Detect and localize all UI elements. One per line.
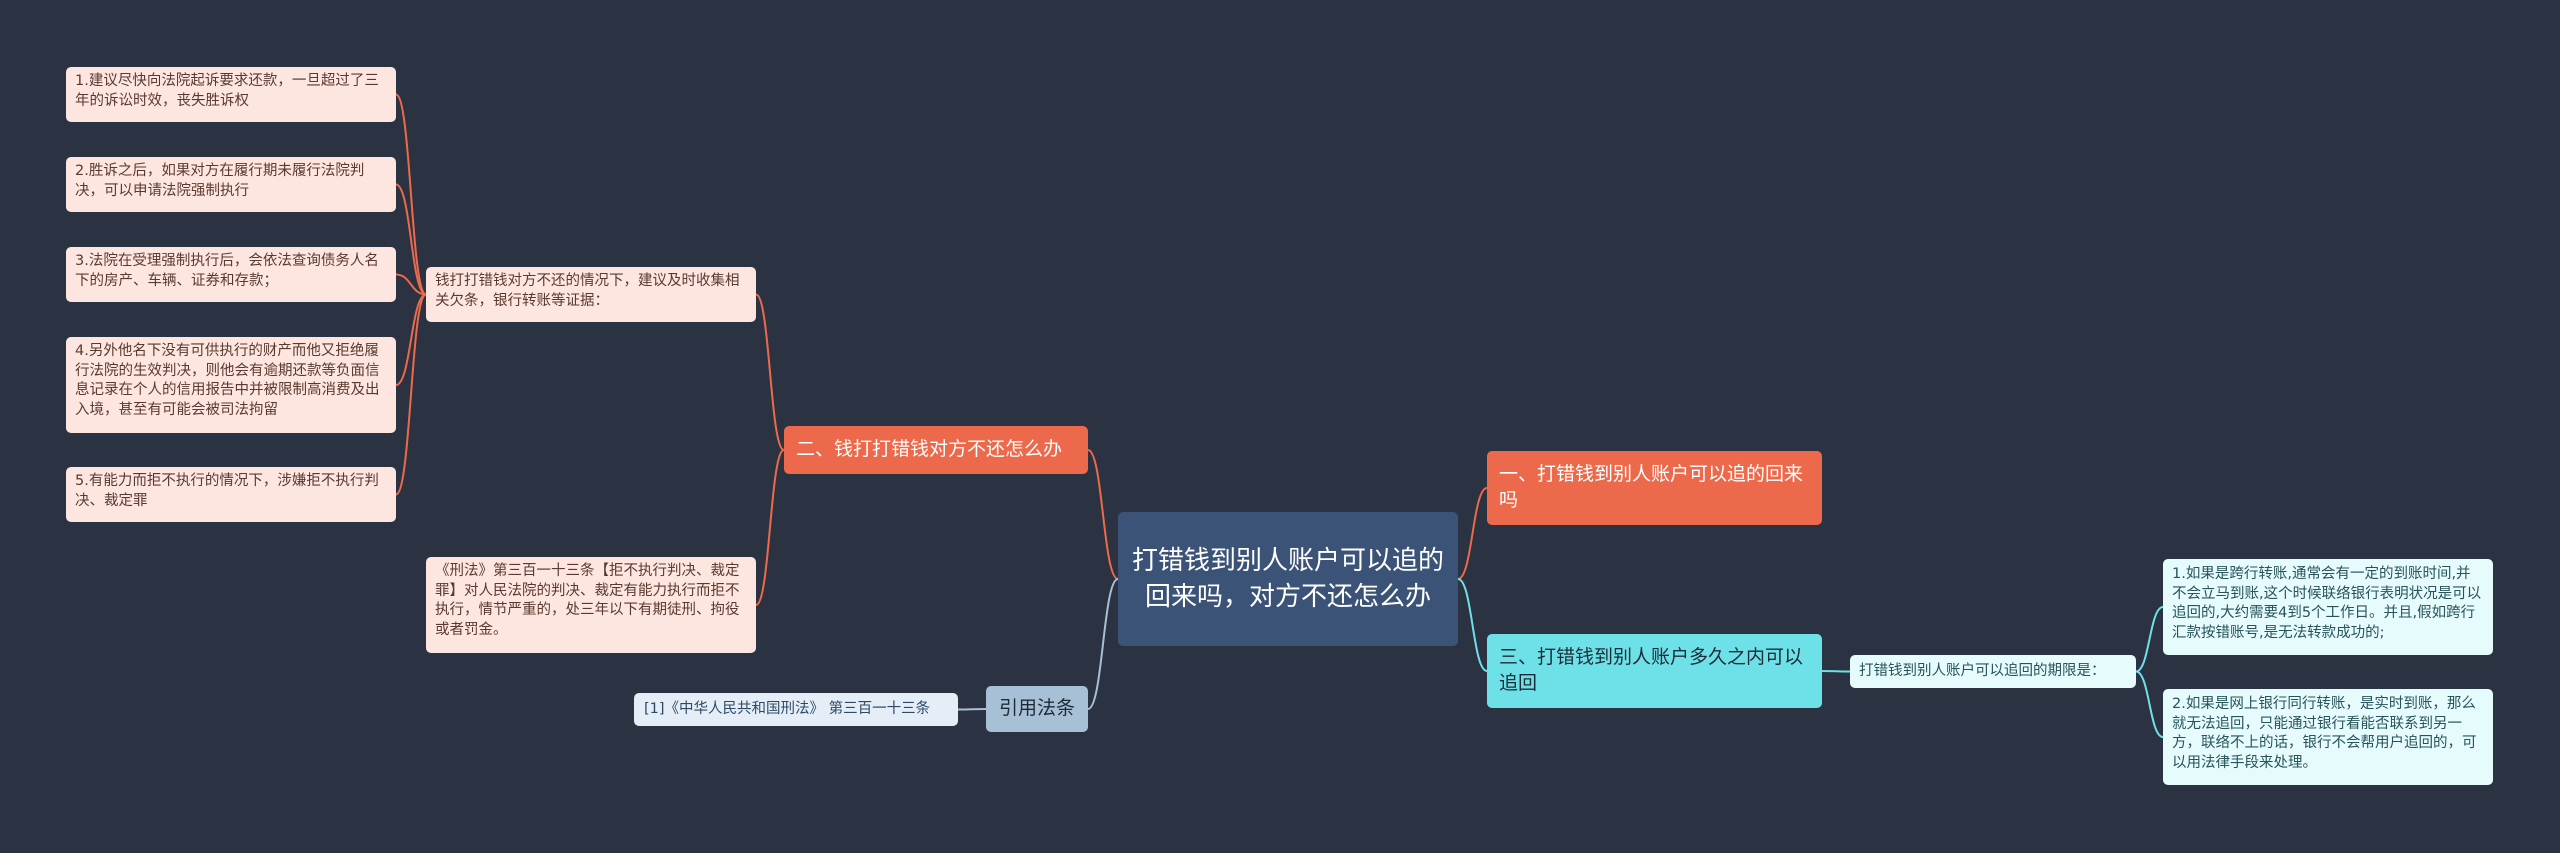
step-5-crime[interactable]: 5.有能力而拒不执行的情况下，涉嫌拒不执行判决、裁定罪 [66,467,396,522]
step-2-enforce-text: 2.胜诉之后，如果对方在履行期未履行法院判决，可以申请法院强制执行 [75,163,365,199]
step-2-enforce[interactable]: 2.胜诉之后，如果对方在履行期未履行法院判决，可以申请法院强制执行 [66,157,396,212]
step-3-assets[interactable]: 3.法院在受理强制执行后，会依法查询债务人名下的房产、车辆、证券和存款； [66,247,396,302]
link-branch2-law [755,449,785,606]
criminal-law-article-text: 《刑法》第三百一十三条【拒不执行判决、裁定罪】对人民法院的判决、裁定有能力执行而… [435,563,740,638]
recovery-period-item-2[interactable]: 2.如果是网上银行同行转账，是实时到账，那么就无法追回，只能通过银行看能否联系到… [2163,689,2493,785]
branch-refuses-return[interactable]: 二、钱打打错钱对方不还怎么办 [784,426,1088,474]
step-4-credit-text: 4.另外他名下没有可供执行的财产而他又拒绝履行法院的生效判决，则他会有逾期还款等… [75,343,380,418]
link-branch2-evidence [755,293,785,451]
branch-cited-law-text: 引用法条 [998,697,1075,720]
link-branch3-intro [1821,670,1851,673]
link-cite-reference [957,708,987,711]
branch-can-recover[interactable]: 一、打错钱到别人账户可以追的回来吗 [1487,451,1822,525]
cited-law-reference-text: [1]《中华人民共和国刑法》 第三百一十三条 [644,700,931,717]
recovery-period-item-1-text: 1.如果是跨行转账,通常会有一定的到账时间,并不会立马到账,这个时候联络银行表明… [2172,566,2482,641]
step-4-credit[interactable]: 4.另外他名下没有可供执行的财产而他又拒绝履行法院的生效判决，则他会有逾期还款等… [66,337,396,433]
recovery-period-item-1[interactable]: 1.如果是跨行转账,通常会有一定的到账时间,并不会立马到账,这个时候联络银行表明… [2163,559,2493,655]
branch-recovery-period[interactable]: 三、打错钱到别人账户多久之内可以追回 [1487,634,1822,708]
link-evidence-step3 [395,273,427,296]
criminal-law-article[interactable]: 《刑法》第三百一十三条【拒不执行判决、裁定罪】对人民法院的判决、裁定有能力执行而… [426,557,756,653]
link-central-branch3 [1457,578,1488,672]
link-evidence-step2 [395,183,427,296]
link-central-cite [1087,578,1119,710]
step-1-sue[interactable]: 1.建议尽快向法院起诉要求还款，一旦超过了三年的诉讼时效，丧失胜诉权 [66,67,396,122]
link-evidence-step4 [395,293,427,386]
step-3-assets-text: 3.法院在受理强制执行后，会依法查询债务人名下的房产、车辆、证券和存款； [75,253,379,289]
central-topic-text: 打错钱到别人账户可以追的回来吗，对方不还怎么办 [1132,545,1445,612]
recovery-period-intro-text: 打错钱到别人账户可以追回的期限是： [1859,662,2106,679]
branch-cited-law[interactable]: 引用法条 [986,686,1088,732]
branch-recovery-period-text: 三、打错钱到别人账户多久之内可以追回 [1499,646,1804,694]
branch-can-recover-text: 一、打错钱到别人账户可以追的回来吗 [1499,463,1804,511]
cited-law-reference[interactable]: [1]《中华人民共和国刑法》 第三百一十三条 [634,693,958,726]
recovery-period-item-2-text: 2.如果是网上银行同行转账，是实时到账，那么就无法追回，只能通过银行看能否联系到… [2172,696,2477,771]
link-evidence-step5 [395,293,427,496]
step-5-crime-text: 5.有能力而拒不执行的情况下，涉嫌拒不执行判决、裁定罪 [75,473,379,509]
recovery-period-intro[interactable]: 打错钱到别人账户可以追回的期限是： [1850,655,2136,688]
branch-refuses-return-text: 二、钱打打错钱对方不还怎么办 [796,438,1063,461]
evidence-intro-text: 钱打打错钱对方不还的情况下，建议及时收集相关欠条，银行转账等证据： [435,273,740,309]
evidence-intro[interactable]: 钱打打错钱对方不还的情况下，建议及时收集相关欠条，银行转账等证据： [426,267,756,322]
central-topic[interactable]: 打错钱到别人账户可以追的回来吗，对方不还怎么办 [1118,512,1458,646]
link-central-branch1 [1457,487,1488,580]
link-intro-item2 [2135,670,2164,738]
step-1-sue-text: 1.建议尽快向法院起诉要求还款，一旦超过了三年的诉讼时效，丧失胜诉权 [75,73,379,109]
link-intro-item1 [2135,606,2164,673]
link-central-branch2 [1087,449,1119,580]
link-evidence-step1 [395,93,427,296]
